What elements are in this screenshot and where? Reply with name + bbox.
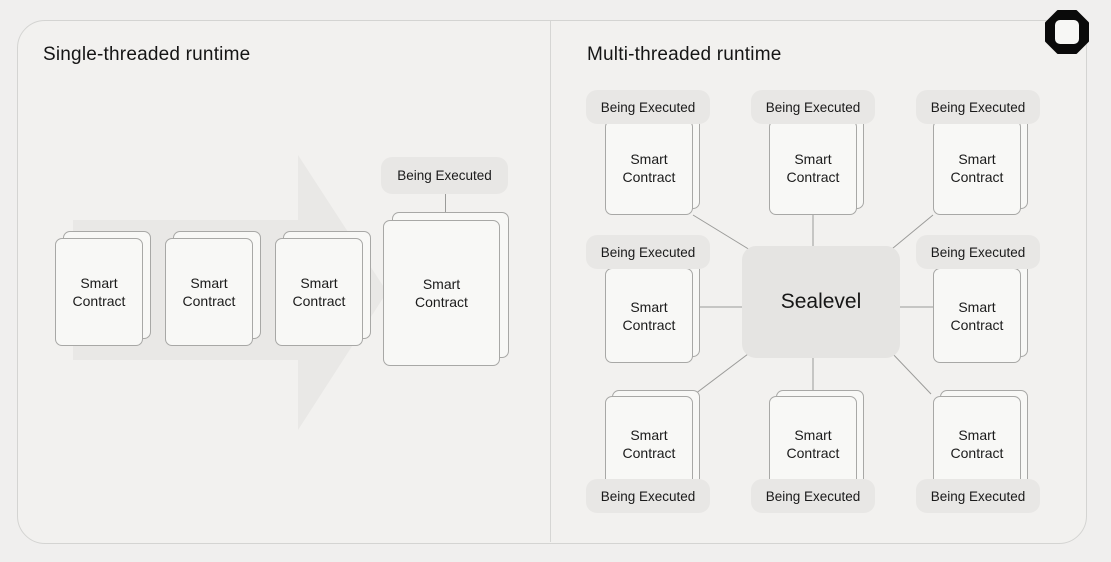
card-front-sheet: Smart Contract	[275, 238, 363, 346]
being-executed-badge: Being Executed	[586, 90, 710, 124]
smart-contract-label: Smart Contract	[950, 427, 1004, 461]
smart-contract-label: Smart Contract	[622, 427, 676, 461]
being-executed-badge: Being Executed	[916, 479, 1040, 513]
card-front-sheet: Smart Contract	[55, 238, 143, 346]
single-threaded-title: Single-threaded runtime	[43, 44, 251, 65]
executing-smart-contract-card: Smart Contract	[383, 212, 509, 366]
card-front-sheet: Smart Contract	[933, 268, 1021, 363]
smart-contract-label: Smart Contract	[622, 150, 676, 185]
card-front-sheet: Smart Contract	[769, 120, 857, 215]
smart-contract-card-middle-right: Smart Contract	[933, 262, 1028, 363]
sealevel-hub: Sealevel	[742, 246, 900, 358]
smart-contract-card-middle-left: Smart Contract	[605, 262, 700, 363]
smart-contract-label: Smart Contract	[292, 275, 346, 309]
being-executed-badge: Being Executed	[751, 479, 875, 513]
smart-contract-card-bottom-left: Smart Contract	[605, 390, 700, 492]
being-executed-badge: Being Executed	[586, 235, 710, 269]
smart-contract-label: Smart Contract	[786, 427, 840, 461]
card-front-sheet: Smart Contract	[605, 396, 693, 492]
multi-threaded-title: Multi-threaded runtime	[587, 44, 782, 65]
being-executed-badge: Being Executed	[586, 479, 710, 513]
being-executed-badge: Being Executed	[916, 235, 1040, 269]
smart-contract-card-top-center: Smart Contract	[769, 114, 864, 215]
card-front-sheet: Smart Contract	[605, 268, 693, 363]
smart-contract-card-bottom-center: Smart Contract	[769, 390, 864, 492]
card-front-sheet: Smart Contract	[165, 238, 253, 346]
smart-contract-label: Smart Contract	[622, 298, 676, 333]
being-executed-badge: Being Executed	[916, 90, 1040, 124]
smart-contract-label: Smart Contract	[72, 275, 126, 309]
queue-smart-contract-card: Smart Contract	[55, 231, 151, 346]
queue-smart-contract-card: Smart Contract	[275, 231, 371, 346]
card-front-sheet: Smart Contract	[605, 120, 693, 215]
card-front-sheet: Smart Contract	[933, 120, 1021, 215]
smart-contract-label: Smart Contract	[786, 150, 840, 185]
card-front-sheet: Smart Contract	[769, 396, 857, 492]
being-executed-badge: Being Executed	[381, 157, 508, 194]
smart-contract-card-top-left: Smart Contract	[605, 114, 700, 215]
smart-contract-label: Smart Contract	[950, 150, 1004, 185]
smart-contract-card-top-right: Smart Contract	[933, 114, 1028, 215]
card-front-sheet: Smart Contract	[383, 220, 500, 366]
card-front-sheet: Smart Contract	[933, 396, 1021, 492]
octagon-logo-icon	[1045, 10, 1089, 54]
smart-contract-card-bottom-right: Smart Contract	[933, 390, 1028, 492]
smart-contract-label: Smart Contract	[415, 276, 468, 310]
queue-smart-contract-card: Smart Contract	[165, 231, 261, 346]
smart-contract-label: Smart Contract	[950, 298, 1004, 333]
being-executed-badge: Being Executed	[751, 90, 875, 124]
smart-contract-label: Smart Contract	[182, 275, 236, 309]
panel-divider	[550, 21, 551, 542]
